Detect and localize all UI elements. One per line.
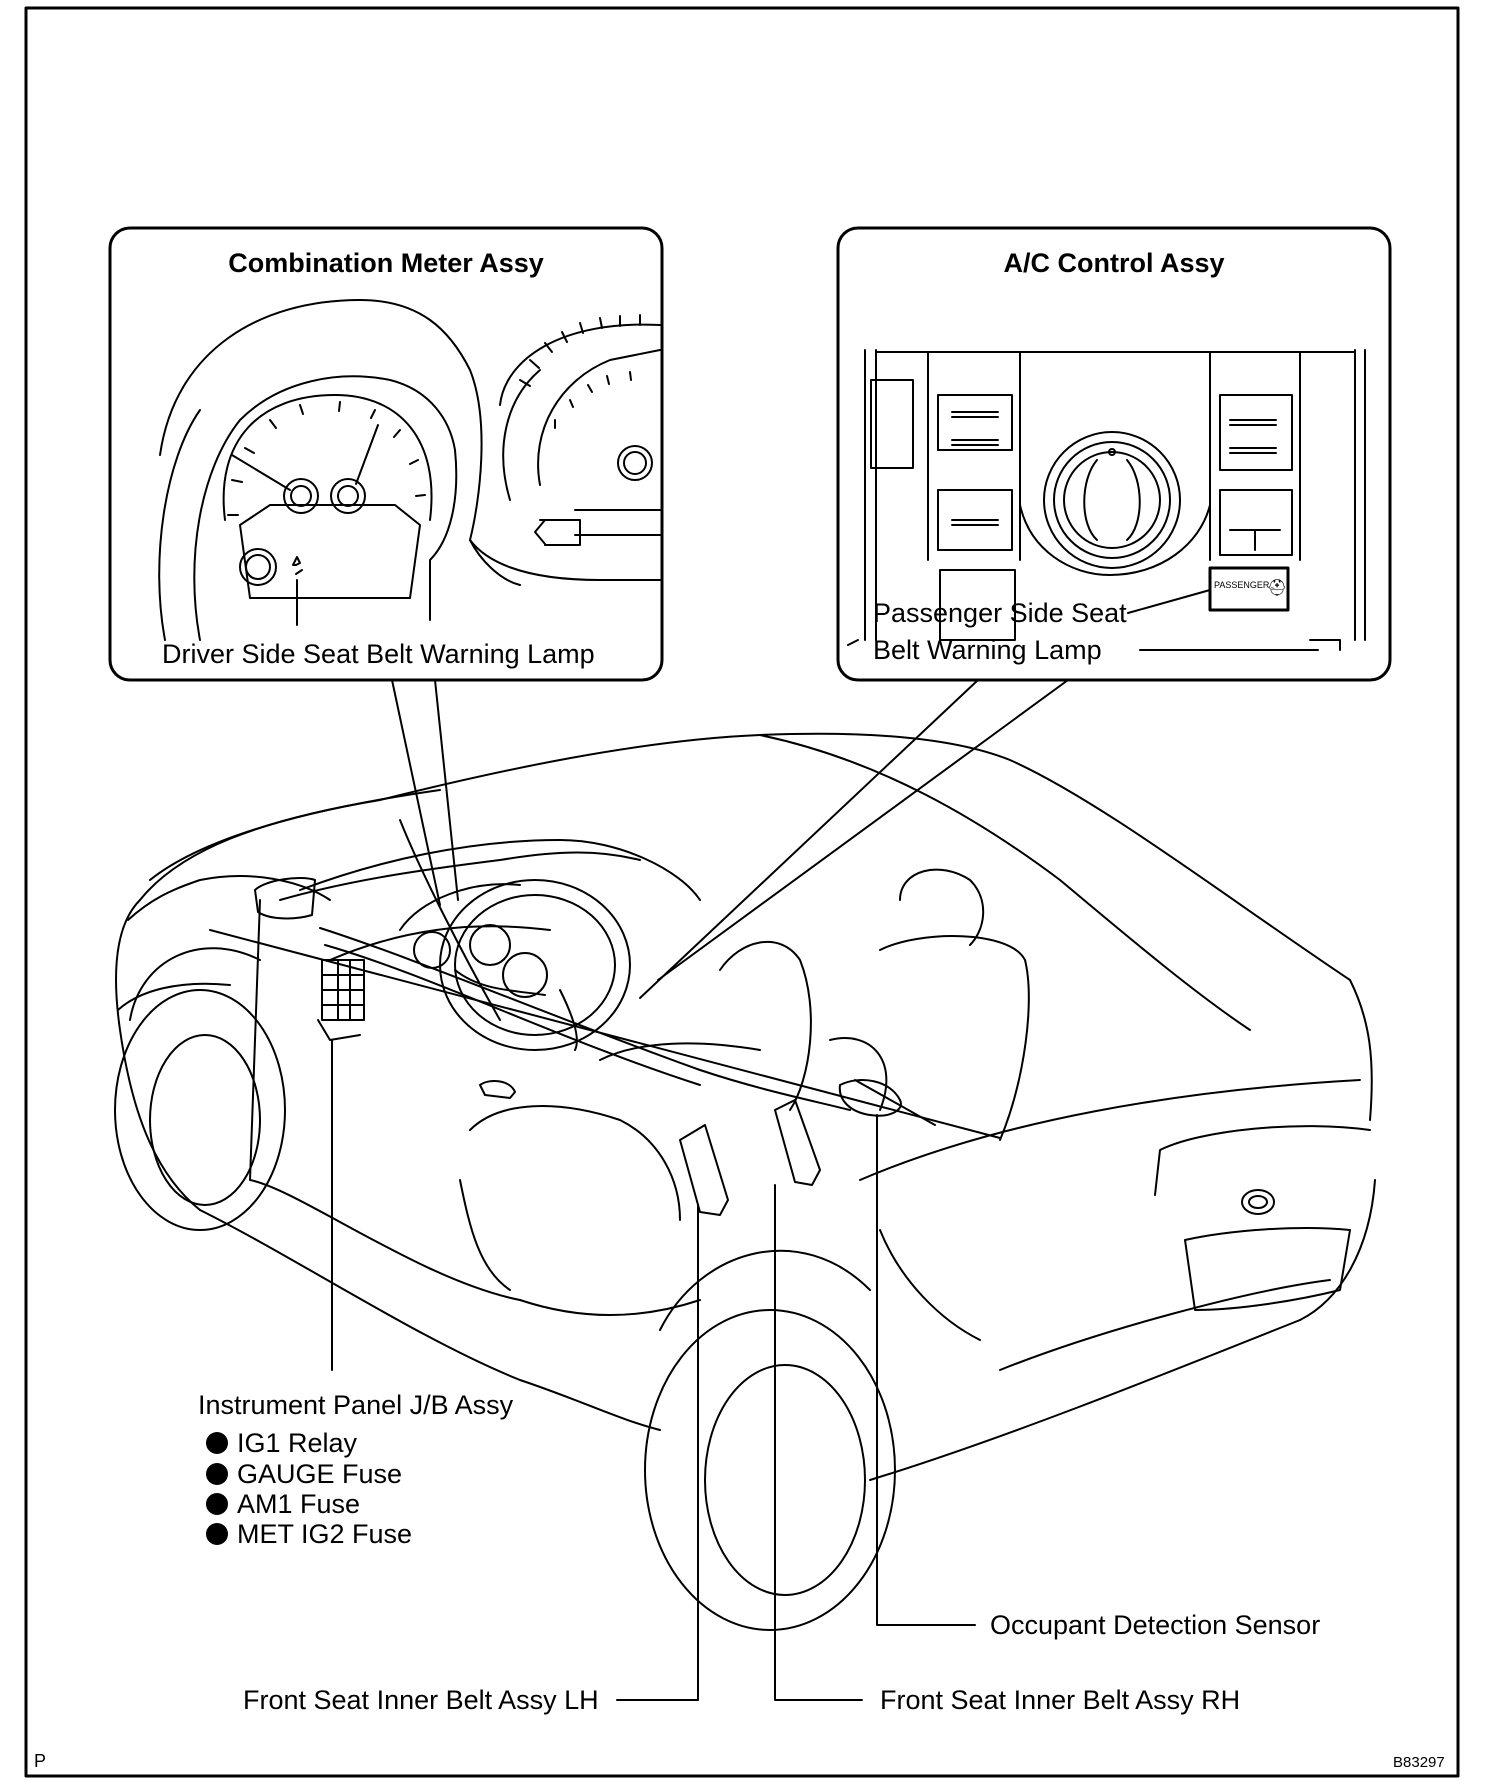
page-frame <box>24 6 1460 1778</box>
ac-control-title: A/C Control Assy <box>1003 248 1225 278</box>
jb-item-ig1-relay: IG1 Relay <box>206 1430 357 1457</box>
jb-item-text: IG1 Relay <box>237 1428 358 1458</box>
component-leaders <box>331 1039 976 1701</box>
jb-item-text: GAUGE Fuse <box>237 1459 403 1489</box>
bullet-icon <box>206 1432 228 1454</box>
passenger-seat-belt-warning-lamp-label-line1: Passenger Side Seat <box>873 598 1127 628</box>
passenger-seat-belt-warning-lamp-label-line2: Belt Warning Lamp <box>873 635 1102 665</box>
ac-control-callout <box>836 226 1392 682</box>
combination-meter-title: Combination Meter Assy <box>228 248 544 278</box>
occupant-detection-sensor-label: Occupant Detection Sensor <box>990 1610 1321 1640</box>
callout-pointers <box>391 679 1069 999</box>
bullet-icon <box>206 1493 228 1515</box>
corner-mark-p: P <box>34 1751 47 1771</box>
jb-item-text: AM1 Fuse <box>237 1489 361 1519</box>
front-seat-belt-rh-label: Front Seat Inner Belt Assy RH <box>880 1685 1241 1715</box>
figure-code: B83297 <box>1393 1754 1445 1771</box>
ac-label-tick <box>847 639 859 646</box>
driver-seat-belt-warning-lamp-label: Driver Side Seat Belt Warning Lamp <box>162 639 595 669</box>
car-illustration <box>114 732 1376 1631</box>
bullet-icon <box>206 1523 228 1545</box>
jb-item-text: MET IG2 Fuse <box>237 1519 413 1549</box>
combination-meter-callout <box>108 226 664 682</box>
instrument-panel-jb-label: Instrument Panel J/B Assy <box>198 1390 514 1420</box>
front-seat-belt-lh-label: Front Seat Inner Belt Assy LH <box>243 1685 599 1715</box>
passenger-badge: PASSENGER <box>1214 580 1270 590</box>
jb-item-am1-fuse: AM1 Fuse <box>206 1491 360 1518</box>
seat-belt-icon: ⛑ <box>1267 580 1288 597</box>
bullet-icon <box>206 1463 228 1485</box>
jb-item-gauge-fuse: GAUGE Fuse <box>206 1461 402 1488</box>
jb-item-met-ig2-fuse: MET IG2 Fuse <box>206 1521 412 1548</box>
